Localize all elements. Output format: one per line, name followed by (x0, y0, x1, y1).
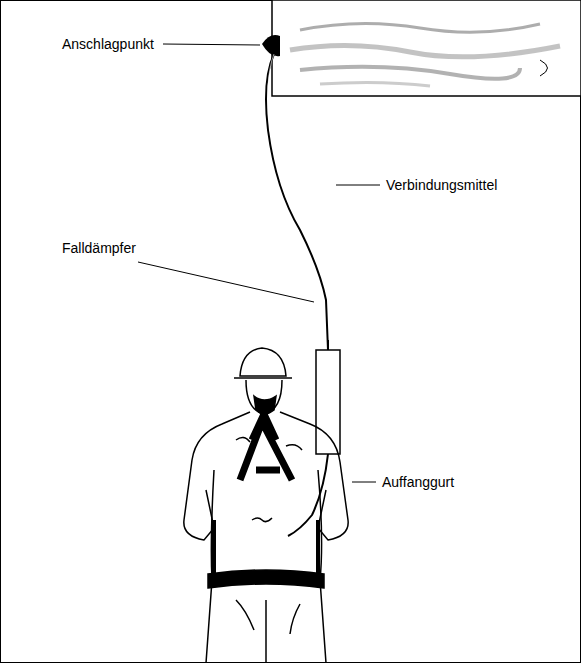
part-label: Falldämpfer (62, 240, 136, 256)
beam (272, 0, 581, 96)
anchor-point (262, 35, 280, 56)
leader-line (163, 44, 260, 45)
part-label: Verbindungsmittel (386, 177, 497, 193)
shock-absorber (316, 350, 340, 454)
leader-line (138, 262, 314, 302)
part-label: Anschlagpunkt (62, 36, 154, 52)
lanyard-highlight (268, 54, 302, 228)
leader-line (336, 185, 380, 186)
lanyard (266, 54, 328, 350)
leader-line (352, 482, 376, 483)
part-label: Auffanggurt (382, 474, 454, 490)
lanyard (327, 340, 329, 350)
worker (184, 348, 348, 663)
